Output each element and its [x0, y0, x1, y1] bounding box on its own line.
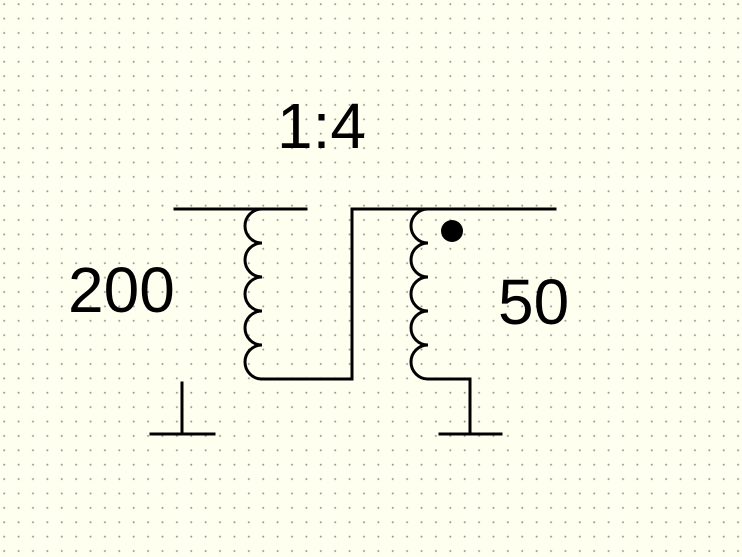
primary-coil-icon: [243, 207, 263, 381]
secondary-impedance-label: 50: [498, 266, 570, 338]
primary-winding: [173, 207, 557, 381]
secondary-winding: [409, 207, 503, 436]
turns-ratio-label: 1:4: [277, 90, 366, 162]
polarity-dot-icon: [441, 220, 463, 242]
secondary-coil-icon: [409, 207, 429, 381]
primary-impedance-label: 200: [68, 254, 175, 326]
primary-ground-icon: [149, 381, 216, 436]
